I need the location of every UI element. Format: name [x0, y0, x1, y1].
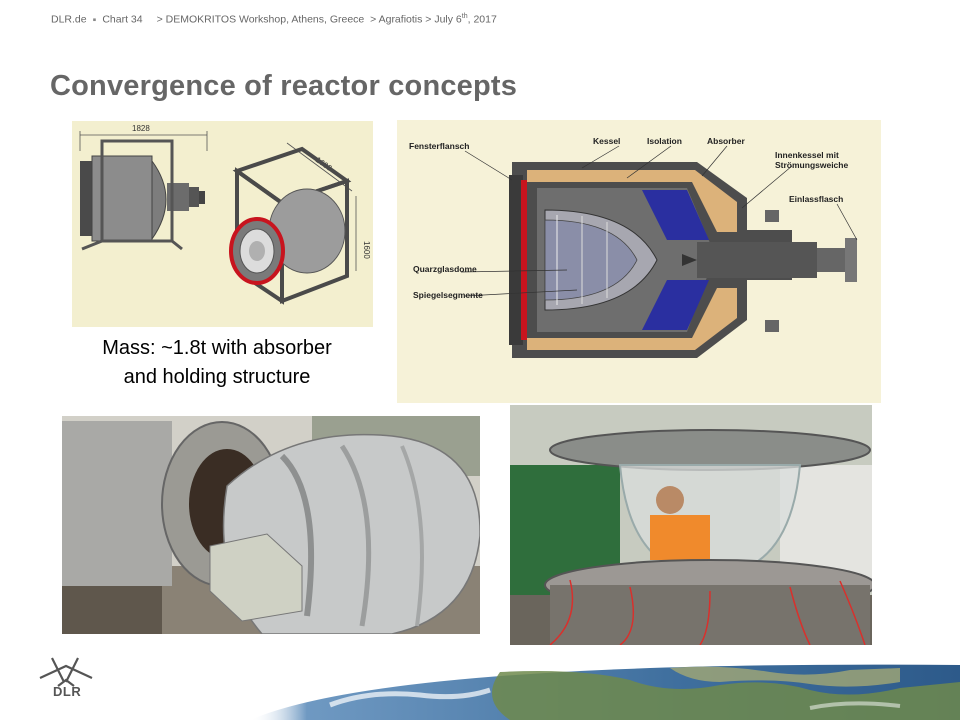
dim-width-label: 1828 [132, 124, 150, 133]
earth-banner [250, 660, 960, 720]
dlr-logo-icon [39, 657, 93, 687]
header-author: > Agrafiotis [370, 13, 423, 26]
label-quarzglasdome: Quarzglasdome [413, 264, 477, 274]
photo-reactor-assembly [62, 416, 480, 634]
label-isolation: Isolation [647, 136, 682, 146]
label-absorber: Absorber [707, 136, 745, 146]
header-date: > July 6 [425, 13, 462, 26]
label-fensterflansch: Fensterflansch [409, 141, 469, 151]
label-spiegelsegmente: Spiegelsegmente [413, 290, 483, 300]
reactor-side-view [80, 139, 205, 251]
label-einlassflasch: Einlassflasch [789, 194, 843, 204]
label-kessel: Kessel [593, 136, 620, 146]
header-site: DLR.de [51, 13, 87, 26]
header-separator: ▪ [92, 13, 97, 26]
photo-quartz-dome [510, 405, 872, 645]
reactor-cross-section: Fensterflansch Kessel Isolation Absorber… [397, 120, 881, 403]
mass-caption-line2: and holding structure [123, 366, 311, 388]
label-innenkessel-line1: Innenkessel mit [775, 150, 839, 160]
header-date-year: , 2017 [467, 13, 497, 26]
slide-header: DLR.de ▪ Chart 34 > DEMOKRITOS Workshop, At… [51, 13, 497, 26]
reactor-isometric-view [229, 146, 352, 305]
slide-title: Convergence of reactor concepts [50, 70, 518, 102]
header-event: > DEMOKRITOS Workshop, Athens, Greece [156, 13, 365, 26]
cad-drawing: 1828 1600 1600 [72, 121, 373, 327]
dlr-logo: DLR [36, 652, 96, 700]
mass-caption: Mass: ~1.8t with absorber and holding st… [72, 334, 362, 392]
dim-height-label: 1600 [362, 241, 371, 259]
mass-caption-line1: Mass: ~1.8t with absorber [102, 337, 332, 359]
header-chart: Chart 34 [102, 13, 143, 26]
label-innenkessel-line2: Strömungsweiche [775, 160, 848, 170]
header-date-suffix: th [461, 13, 468, 20]
dlr-logo-text: DLR [53, 684, 82, 699]
